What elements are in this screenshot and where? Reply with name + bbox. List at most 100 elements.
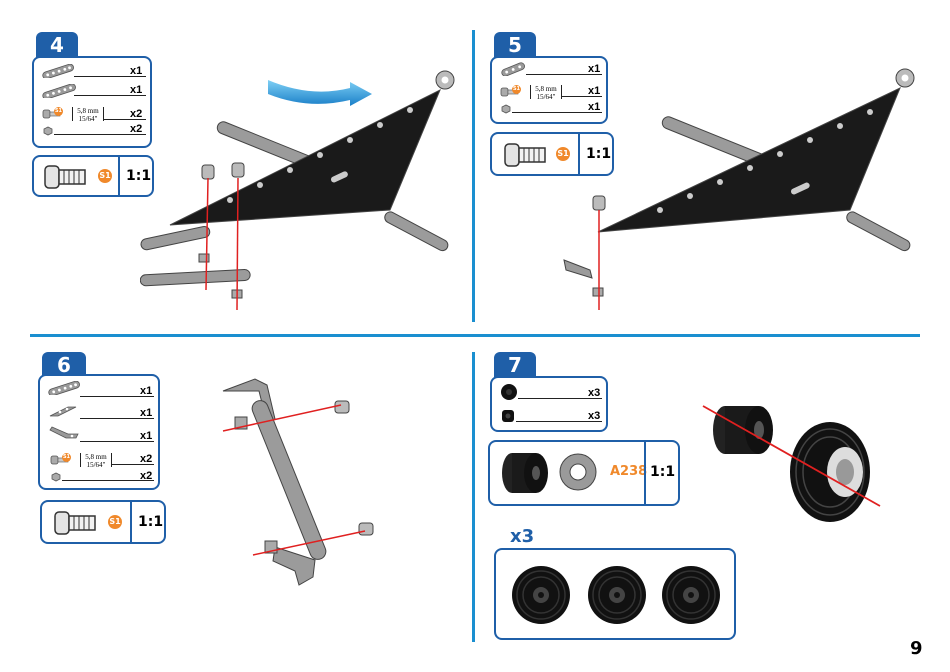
size-bracket	[80, 453, 81, 467]
scale-ratio: 1:1	[650, 464, 676, 480]
rotate-arrow-icon	[268, 80, 372, 106]
nut-icon	[43, 126, 53, 136]
hub-large-icon	[502, 453, 548, 493]
size-bracket	[530, 85, 531, 99]
step-6-illustration	[222, 378, 374, 586]
row-line	[562, 96, 602, 97]
step-number: 7	[494, 352, 536, 378]
parts-list: x3 x3	[490, 376, 608, 432]
quantity: x1	[588, 101, 601, 113]
tool-badge: S1	[62, 453, 71, 462]
scale-ratio: 1:1	[586, 146, 612, 162]
result-box	[494, 548, 736, 640]
quantity: x2	[130, 123, 143, 135]
scale-ratio: 1:1	[126, 168, 152, 184]
quantity: x2	[140, 470, 153, 482]
part-code: A238	[610, 464, 648, 479]
quantity: x3	[588, 387, 601, 399]
tool-box: S1 1:1	[40, 500, 166, 544]
step-number: 6	[42, 352, 86, 378]
quantity: x2	[130, 108, 143, 120]
size-mm: 5,8 mm	[535, 85, 557, 93]
step-4-illustration	[140, 70, 455, 311]
tool-badge: S1	[54, 107, 63, 116]
tool-badge: S1	[98, 169, 112, 183]
quantity: x1	[140, 430, 153, 442]
vertical-divider-top	[472, 30, 475, 322]
quantity: x1	[130, 65, 143, 77]
nut-icon	[501, 104, 511, 114]
row-line	[54, 134, 146, 135]
tool-badge: S1	[512, 85, 521, 94]
step-number: 5	[494, 32, 536, 58]
long-strip-icon	[42, 84, 76, 98]
quantity: x2	[140, 453, 153, 465]
short-strip-icon	[42, 64, 74, 78]
size-inch: 15/64"	[536, 93, 556, 101]
horizontal-divider	[30, 334, 920, 337]
repeat-multiplier: x3	[510, 526, 535, 547]
step-5-illustration	[563, 68, 915, 310]
washer-icon	[559, 453, 597, 491]
step-7-illustration	[702, 405, 881, 522]
quantity: x1	[588, 63, 601, 75]
angle-bracket-icon	[49, 406, 77, 417]
quantity: x3	[588, 410, 601, 422]
size-bracket	[72, 107, 73, 121]
size-bracket	[561, 85, 562, 99]
screw-head-icon	[44, 165, 86, 189]
tool-separator	[644, 442, 646, 504]
size-mm: 5,8 mm	[85, 453, 107, 461]
row-line	[80, 396, 154, 397]
row-line	[74, 76, 146, 77]
quantity: x1	[140, 385, 153, 397]
bent-strip-icon	[49, 426, 79, 439]
vertical-divider-bottom	[472, 352, 475, 642]
screw-head-icon	[54, 511, 96, 535]
wheel-icon	[588, 566, 646, 624]
page-number: 9	[910, 638, 923, 659]
quantity: x1	[140, 407, 153, 419]
tool-badge: S1	[108, 515, 122, 529]
tool-badge: S1	[556, 147, 570, 161]
row-line	[516, 421, 602, 422]
wheel-icon	[662, 566, 720, 624]
row-line	[112, 464, 154, 465]
row-line	[74, 95, 146, 96]
tool-box: S1 1:1	[32, 155, 154, 197]
tool-box: A238 1:1	[488, 440, 680, 506]
quantity: x1	[588, 85, 601, 97]
tool-box: S1 1:1	[490, 132, 614, 176]
tool-separator	[578, 134, 580, 174]
long-strip-icon	[48, 381, 80, 395]
row-line	[104, 119, 146, 120]
size-bracket	[103, 107, 104, 121]
nut-icon	[51, 472, 61, 482]
scale-ratio: 1:1	[138, 514, 164, 530]
size-mm: 5,8 mm	[77, 107, 99, 115]
row-line	[518, 398, 602, 399]
size-bracket	[111, 453, 112, 467]
size-inch: 15/64"	[86, 461, 106, 469]
size-inch: 15/64"	[78, 115, 98, 123]
tool-separator	[130, 502, 132, 542]
quantity: x1	[130, 84, 143, 96]
row-line	[80, 441, 154, 442]
short-strip-icon	[501, 62, 525, 76]
hub-icon	[502, 410, 514, 422]
row-line	[526, 74, 602, 75]
row-line	[80, 418, 154, 419]
wheel-icon	[512, 566, 570, 624]
row-line	[62, 480, 154, 481]
step-number: 4	[36, 32, 78, 58]
tool-separator	[118, 157, 120, 195]
screw-head-icon	[504, 143, 546, 167]
tire-icon	[501, 384, 517, 400]
row-line	[512, 112, 602, 113]
